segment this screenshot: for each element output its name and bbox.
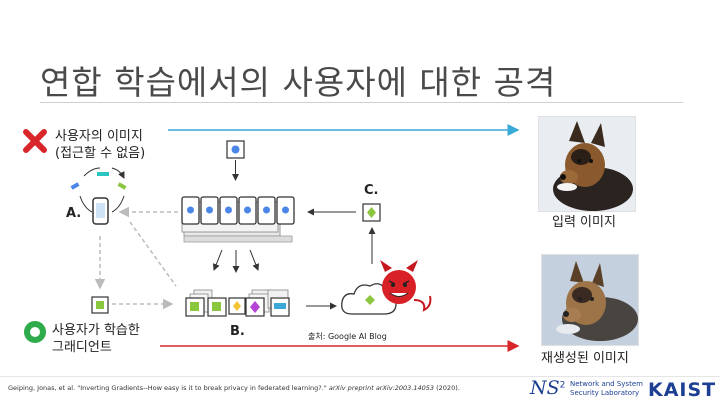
slide-title: 연합 학습에서의 사용자에 대한 공격 [40,63,557,102]
lab-logo-ns: NS [530,377,560,399]
device-stack [181,196,295,243]
dog-photo [542,255,638,345]
x-mark-icon [23,129,47,153]
cycle-arrows [70,167,127,213]
user-image-label-line2: (접근할 수 없음) [55,146,146,161]
footer-bar [0,376,720,405]
o-mark-icon [24,321,46,343]
input-image-label: 입력 이미지 [552,215,616,230]
source-note: 출처: Google AI Blog [308,332,387,341]
input-image [538,116,636,212]
sample-stacks [185,289,290,317]
step-b-label: B. [230,324,245,339]
attack-diagram [23,124,520,352]
citation: Geiping, Jonas, et al. "Inverting Gradie… [8,384,460,392]
lab-name: Network and System Security Laboratory [570,380,643,398]
devil-icon [380,260,432,312]
citation-journal: arXiv preprint arXiv:2003.14053 [328,384,435,392]
lab-logo-sup: 2 [559,380,566,391]
step-c-label: C. [364,183,379,198]
lab-logo: NS2 [530,377,565,399]
phone-icon [92,197,109,225]
gradient-label-line1: 사용자가 학습한 [52,323,140,338]
lab-name-line1: Network and System [570,380,643,388]
dog-photo [539,117,635,211]
title-divider [40,102,683,103]
citation-text: Geiping, Jonas, et al. "Inverting Gradie… [8,384,329,392]
reconstructed-image-label: 재생성된 이미지 [541,351,629,366]
user-image-label-line1: 사용자의 이미지 [55,129,143,144]
citation-year: (2020). [434,384,460,392]
kaist-logo: KAIST [648,379,717,401]
lab-name-line2: Security Laboratory [570,389,640,397]
reconstructed-image [541,254,639,346]
step-a-label: A. [66,206,82,221]
gradient-label-line2: 그래디언트 [52,340,112,355]
